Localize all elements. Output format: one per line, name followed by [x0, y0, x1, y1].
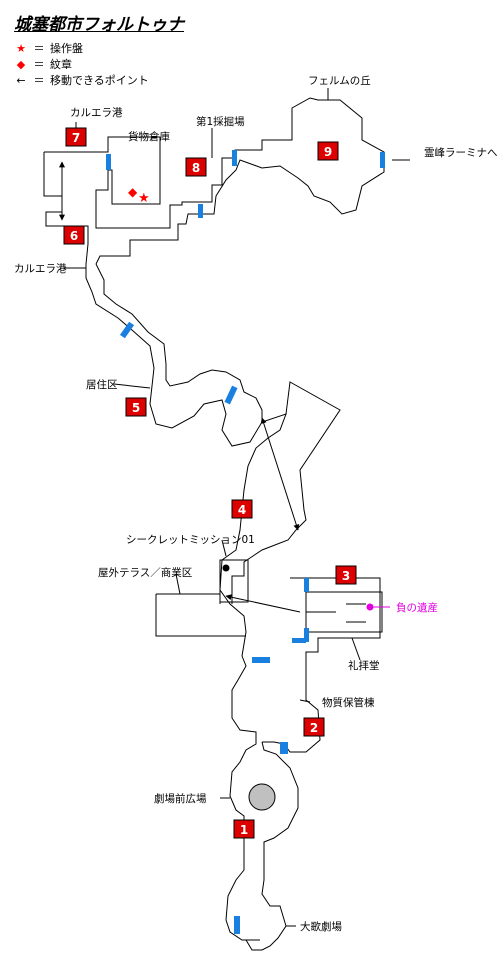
svg-text:9: 9 — [324, 145, 332, 159]
label-karuera-port-top: カルエラ港 — [70, 107, 123, 119]
door-warehouse — [106, 154, 111, 170]
label-opera-house: 大歌劇場 — [300, 920, 342, 933]
star-icon: ★ — [16, 42, 26, 55]
door-terrace — [252, 657, 270, 663]
area-marker-7: 7 — [65, 127, 87, 147]
label-terrace: 屋外テラス／商業区 — [98, 566, 192, 579]
svg-text:8: 8 — [192, 161, 200, 175]
svg-text:5: 5 — [132, 401, 140, 415]
label-cargo-warehouse: 貨物倉庫 — [128, 130, 170, 143]
label-storage: 物質保管棟 — [322, 696, 375, 709]
label-secret-mission: シークレットミッション01 — [126, 534, 255, 546]
area-marker-5: 5 — [125, 397, 147, 417]
map-wall-port-inner — [95, 263, 263, 422]
secret-point — [222, 564, 230, 572]
diamond-icon: ◆ — [16, 58, 26, 71]
svg-text:7: 7 — [72, 131, 80, 145]
label-mine-1: 第1採掘場 — [196, 115, 245, 128]
area-markers: 7 8 9 6 5 4 3 2 1 — [63, 127, 357, 839]
fountain-icon — [248, 783, 276, 811]
area-marker-4: 4 — [231, 499, 253, 519]
door-mine — [232, 150, 237, 166]
area-marker-2: 2 — [303, 717, 325, 737]
label-chapel: 礼拝堂 — [348, 659, 380, 672]
label-negative-relic: 負の遺産 — [396, 601, 438, 614]
label-reihou: 霊峰ラーミナへ — [424, 147, 498, 159]
area-marker-6: 6 — [63, 225, 85, 245]
door-opera — [234, 916, 240, 934]
map-wall-warehouse — [44, 97, 385, 265]
door-residential — [224, 385, 238, 405]
svg-text:1: 1 — [240, 823, 248, 837]
crest-icon: ◆ — [128, 185, 138, 199]
doors — [106, 150, 385, 934]
arrow-left-icon: ← — [16, 74, 26, 87]
door-reihou — [380, 152, 385, 168]
door-chapel-b — [304, 628, 309, 642]
door-storage — [280, 742, 288, 754]
map-room-secret — [219, 559, 249, 603]
area-marker-3: 3 — [335, 565, 357, 585]
svg-text:2: 2 — [310, 721, 318, 735]
door-chapel-c — [292, 638, 306, 643]
label-residential: 居住区 — [86, 378, 118, 391]
legend-item-crest: ◆＝紋章 — [14, 56, 72, 72]
area-marker-8: 8 — [185, 157, 207, 177]
svg-text:3: 3 — [342, 569, 350, 583]
panel-star-icon: ★ — [138, 191, 150, 206]
area-marker-9: 9 — [317, 141, 339, 161]
svg-text:4: 4 — [238, 503, 246, 517]
label-theater-plaza: 劇場前広場 — [154, 792, 207, 805]
map-wall-theater — [245, 741, 299, 951]
door-port — [119, 321, 135, 339]
door-chapel-a — [304, 578, 309, 592]
warp-arrow-plaza — [260, 417, 300, 531]
warp-arrow-secret — [225, 594, 301, 613]
label-ferumu-hill: フェルムの丘 — [308, 75, 371, 87]
door-lower — [198, 204, 203, 218]
map-title: 城塞都市フォルトゥナ — [14, 15, 184, 35]
area-marker-1: 1 — [233, 819, 255, 839]
legend-item-move-point: ←＝移動できるポイント — [14, 72, 148, 88]
svg-text:6: 6 — [70, 229, 78, 243]
legend-item-panel: ★＝操作盤 — [14, 40, 83, 56]
label-karuera-port-left: カルエラ港 — [14, 263, 67, 275]
